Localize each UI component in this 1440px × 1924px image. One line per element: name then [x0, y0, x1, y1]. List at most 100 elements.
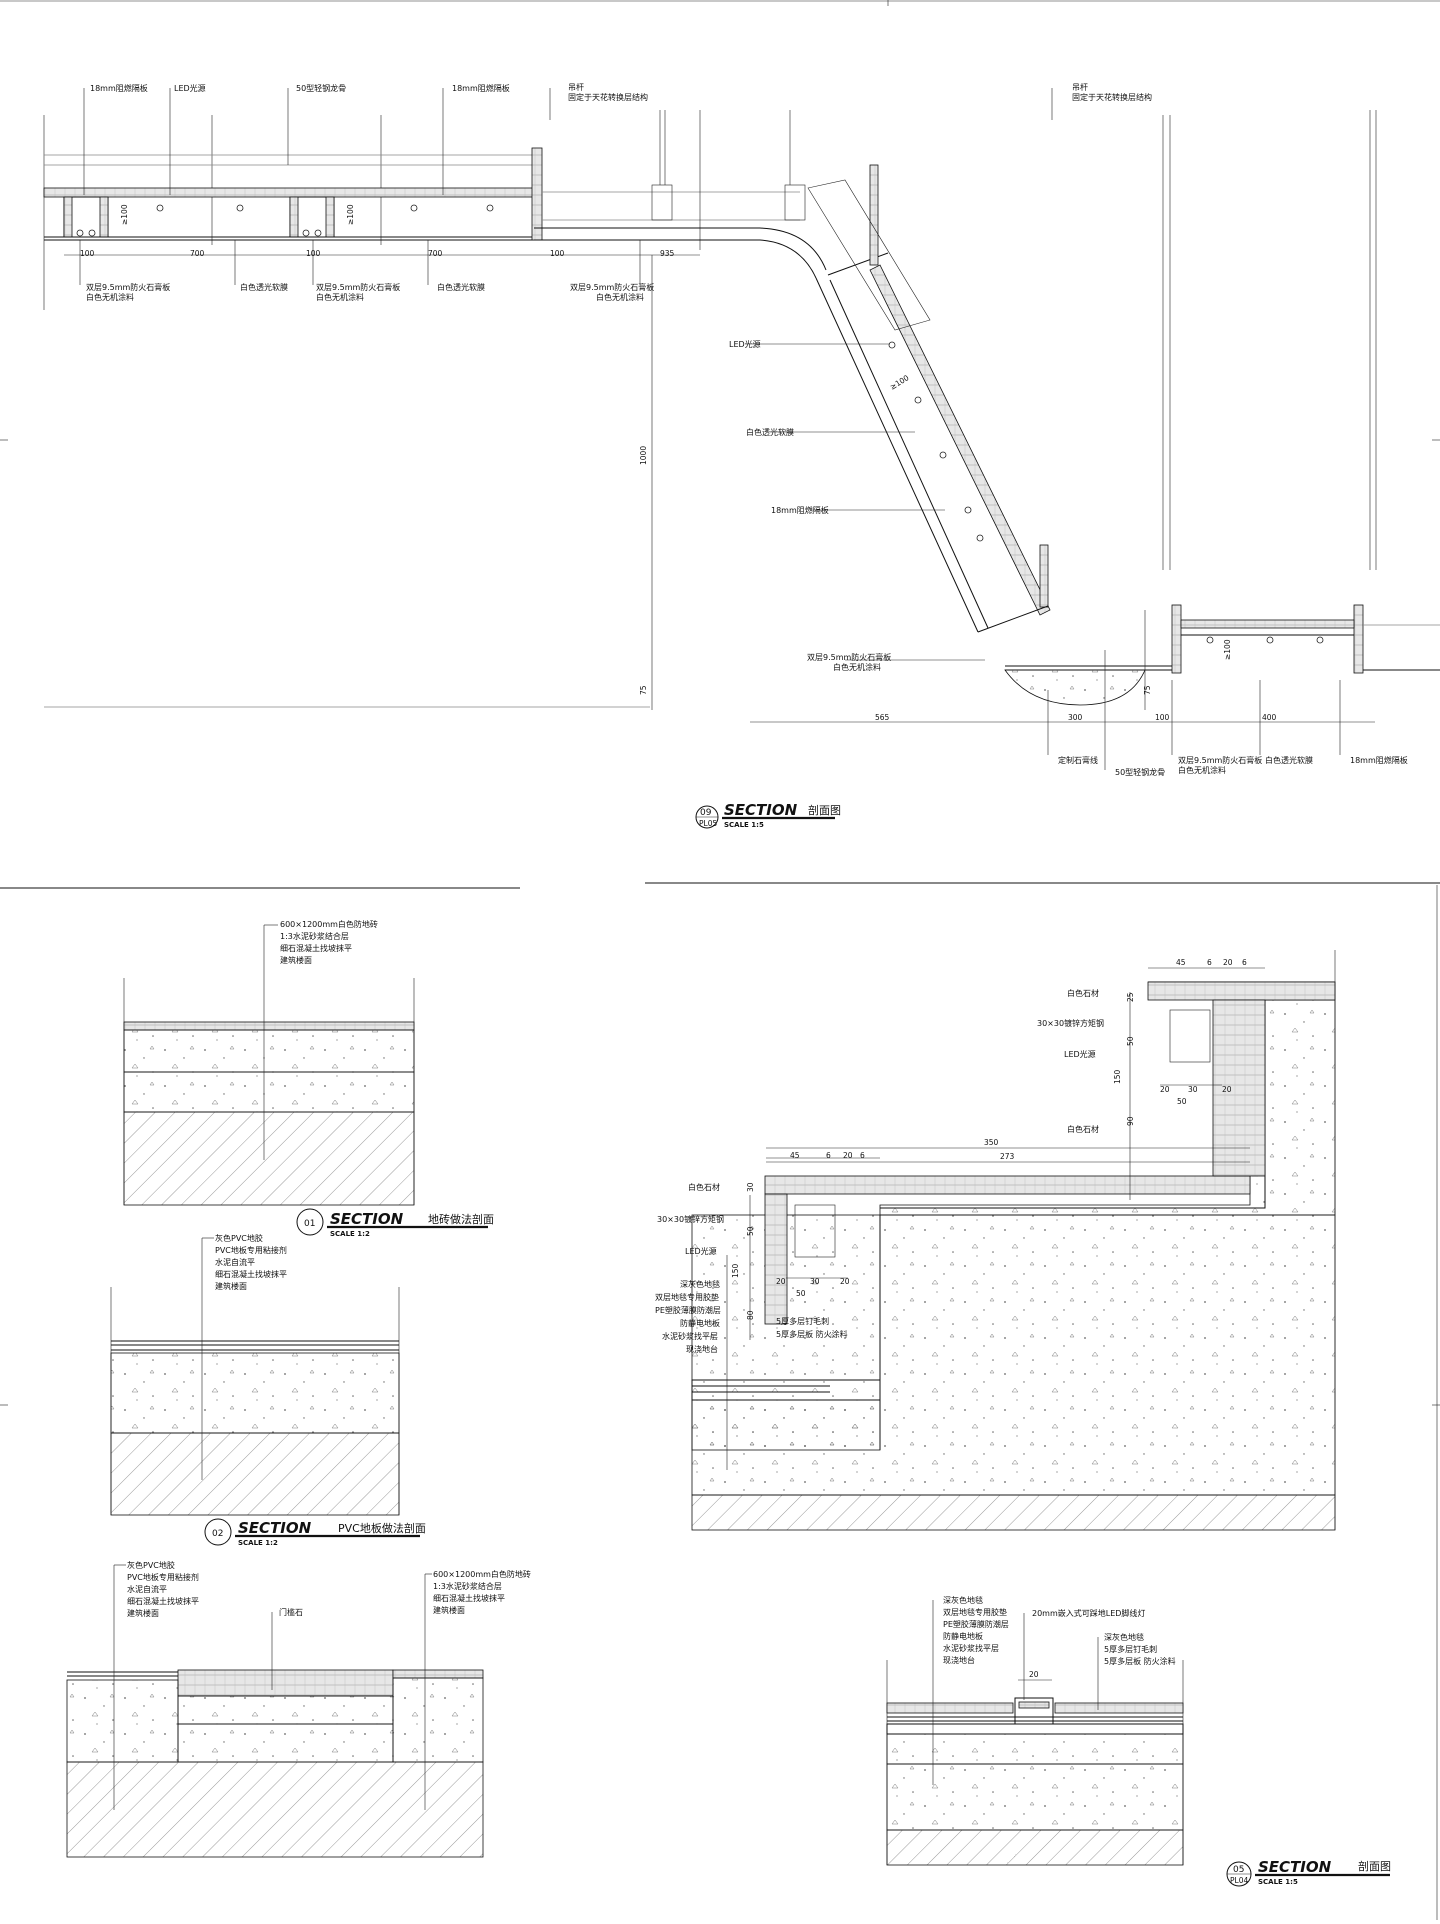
- sec04-layer-5: 水泥砂浆找平层: [662, 1331, 718, 1341]
- dim-700b: 700: [428, 249, 443, 258]
- sec02-label-3: 水泥自流平: [215, 1257, 255, 1267]
- section-09-ceiling-drawing: [43, 110, 1440, 723]
- sec05-dim-20: 20: [1029, 1670, 1039, 1679]
- sec02-label-4: 细石混凝土找坡抹平: [215, 1269, 287, 1279]
- s4-m6b: 6: [860, 1151, 865, 1160]
- section-09-leaders: [79, 88, 1341, 770]
- dim-300: 300: [1068, 713, 1083, 722]
- label-d3b: 白色无机涂料: [1178, 765, 1226, 775]
- title-02-scale: SCALE 1:2: [238, 1539, 278, 1547]
- sec05-right-2: 5厚多层钉毛刺: [1104, 1644, 1157, 1654]
- sec03-right-4: 建筑楼面: [433, 1605, 465, 1615]
- label-d3: 双层9.5mm防火石膏板: [1178, 755, 1262, 765]
- section-09-dimensions: 100 700 100 700 100 935 1000 75 565 300 …: [80, 204, 1277, 722]
- sec04-inner-1: 5厚多层钉毛刺: [776, 1316, 829, 1326]
- section-01-labels: 600×1200mm白色防地砖 1:3水泥砂浆结合层 细石混凝土找坡抹平 建筑楼…: [280, 919, 378, 965]
- s4-l273: 273: [1000, 1152, 1015, 1161]
- sec03-right-1: 600×1200mm白色防地砖: [433, 1569, 531, 1579]
- dim-g5: 75: [1143, 685, 1152, 695]
- dim-100a: 100: [80, 249, 95, 258]
- dim-565: 565: [875, 713, 890, 722]
- sec04-lower-3: LED光源: [685, 1246, 717, 1256]
- s4-mv50: 50: [746, 1226, 755, 1236]
- title-01-name: 地砖做法剖面: [428, 1212, 494, 1226]
- sec05-left-3: PE塑胶薄膜防潮层: [943, 1619, 1009, 1629]
- section-01-title: 01 SECTION SCALE 1:2 地砖做法剖面: [296, 1208, 494, 1238]
- section-02-labels: 灰色PVC地胶 PVC地板专用粘接剂 水泥自流平 细石混凝土找坡抹平 建筑楼面: [215, 1233, 287, 1291]
- s4-h20a: 20: [1160, 1085, 1170, 1094]
- sec05-left-4: 防静电地板: [943, 1631, 983, 1641]
- title-02-word: SECTION: [238, 1519, 312, 1537]
- s4-m20: 20: [843, 1151, 853, 1160]
- sec05-left-6: 现浇地台: [943, 1655, 975, 1665]
- title-09-word: SECTION: [724, 801, 798, 819]
- label-a5: 吊杆: [568, 82, 584, 92]
- sec02-label-2: PVC地板专用粘接剂: [215, 1245, 287, 1255]
- dim-100d: 100: [1155, 713, 1170, 722]
- label-a6: 吊杆: [1072, 82, 1088, 92]
- sec03-left-4: 细石混凝土找坡抹平: [127, 1596, 199, 1606]
- sec04-upper-2: 30×30镀锌方矩钢: [1037, 1018, 1104, 1028]
- title-02-name: PVC地板做法剖面: [338, 1521, 426, 1535]
- label-b2: 白色透光软膜: [240, 282, 288, 292]
- title-05-name: 剖面图: [1358, 1859, 1391, 1873]
- title-09-number: 09: [700, 808, 712, 818]
- label-a1: 18mm阻燃隔板: [90, 83, 148, 93]
- dim-100c: 100: [550, 249, 565, 258]
- dim-g2: ≥100: [346, 204, 355, 225]
- sec05-right-3: 5厚多层板 防火涂料: [1104, 1656, 1176, 1666]
- section-04-dimensions: 45 6 20 6 25 50 150 90 20 30 20 50 350 2…: [731, 958, 1247, 1320]
- section-01-drawing: [123, 924, 415, 1206]
- sec01-label-1: 600×1200mm白色防地砖: [280, 919, 378, 929]
- dim-700a: 700: [190, 249, 205, 258]
- section-04-drawing: [691, 950, 1336, 1531]
- s4-h30: 30: [1188, 1085, 1198, 1094]
- sec05-right-1: 深灰色地毯: [1104, 1632, 1144, 1642]
- sec03-left-3: 水泥自流平: [127, 1584, 167, 1594]
- sec04-layer-4: 防静电地板: [680, 1318, 720, 1328]
- s4-t20: 20: [1223, 958, 1233, 967]
- label-d5: 18mm阻燃隔板: [1350, 755, 1408, 765]
- sec03-left-1: 灰色PVC地胶: [127, 1560, 175, 1570]
- sec04-lower-2: 30×30镀锌方矩钢: [657, 1214, 724, 1224]
- section-05-title: 05 PL04 SECTION SCALE 1:5 剖面图: [1226, 1858, 1391, 1887]
- label-a2: LED光源: [174, 83, 206, 93]
- s4-h50: 50: [1177, 1097, 1187, 1106]
- dim-g1: ≥100: [120, 204, 129, 225]
- s4-m45: 45: [790, 1151, 800, 1160]
- title-01-word: SECTION: [330, 1210, 404, 1228]
- s4-v25: 25: [1126, 992, 1135, 1002]
- s4-mv80: 80: [746, 1310, 755, 1320]
- label-c2: 白色透光软膜: [746, 427, 794, 437]
- label-b3: 双层9.5mm防火石膏板: [316, 282, 400, 292]
- s4-mv30: 30: [746, 1182, 755, 1192]
- label-d2: 50型轻钢龙骨: [1115, 767, 1165, 777]
- label-b1b: 白色无机涂料: [86, 292, 134, 302]
- title-09-sheet: PL05: [699, 819, 717, 828]
- label-c3: 18mm阻燃隔板: [771, 505, 829, 515]
- sec01-label-2: 1:3水泥砂浆结合层: [280, 931, 349, 941]
- sec04-layer-6: 现浇地台: [686, 1344, 718, 1354]
- s4-mh20b: 20: [840, 1277, 850, 1286]
- label-b1: 双层9.5mm防火石膏板: [86, 282, 170, 292]
- label-b3b: 白色无机涂料: [316, 292, 364, 302]
- sec03-right-3: 细石混凝土找坡抹平: [433, 1593, 505, 1603]
- s4-t6a: 6: [1207, 958, 1212, 967]
- title-05-sheet: PL04: [1230, 1876, 1248, 1885]
- label-b4: 白色透光软膜: [437, 282, 485, 292]
- s4-h20b: 20: [1222, 1085, 1232, 1094]
- label-c4: 双层9.5mm防火石膏板: [807, 652, 891, 662]
- sec04-layer-2: 双层地毯专用胶垫: [655, 1292, 719, 1302]
- section-05-drawing: [886, 1600, 1184, 1866]
- sec04-layer-1: 深灰色地毯: [680, 1279, 720, 1289]
- s4-l350: 350: [984, 1138, 999, 1147]
- dim-400: 400: [1262, 713, 1277, 722]
- label-a5b: 固定于天花转换层结构: [568, 92, 648, 102]
- title-05-number: 05: [1233, 1865, 1244, 1875]
- s4-v150: 150: [1113, 1069, 1122, 1084]
- s4-mh50: 50: [796, 1289, 806, 1298]
- sec02-label-1: 灰色PVC地胶: [215, 1233, 263, 1243]
- label-a3: 50型轻钢龙骨: [296, 83, 346, 93]
- sec04-layer-3: PE塑胶薄膜防潮层: [655, 1305, 721, 1315]
- title-09-scale: SCALE 1:5: [724, 821, 764, 829]
